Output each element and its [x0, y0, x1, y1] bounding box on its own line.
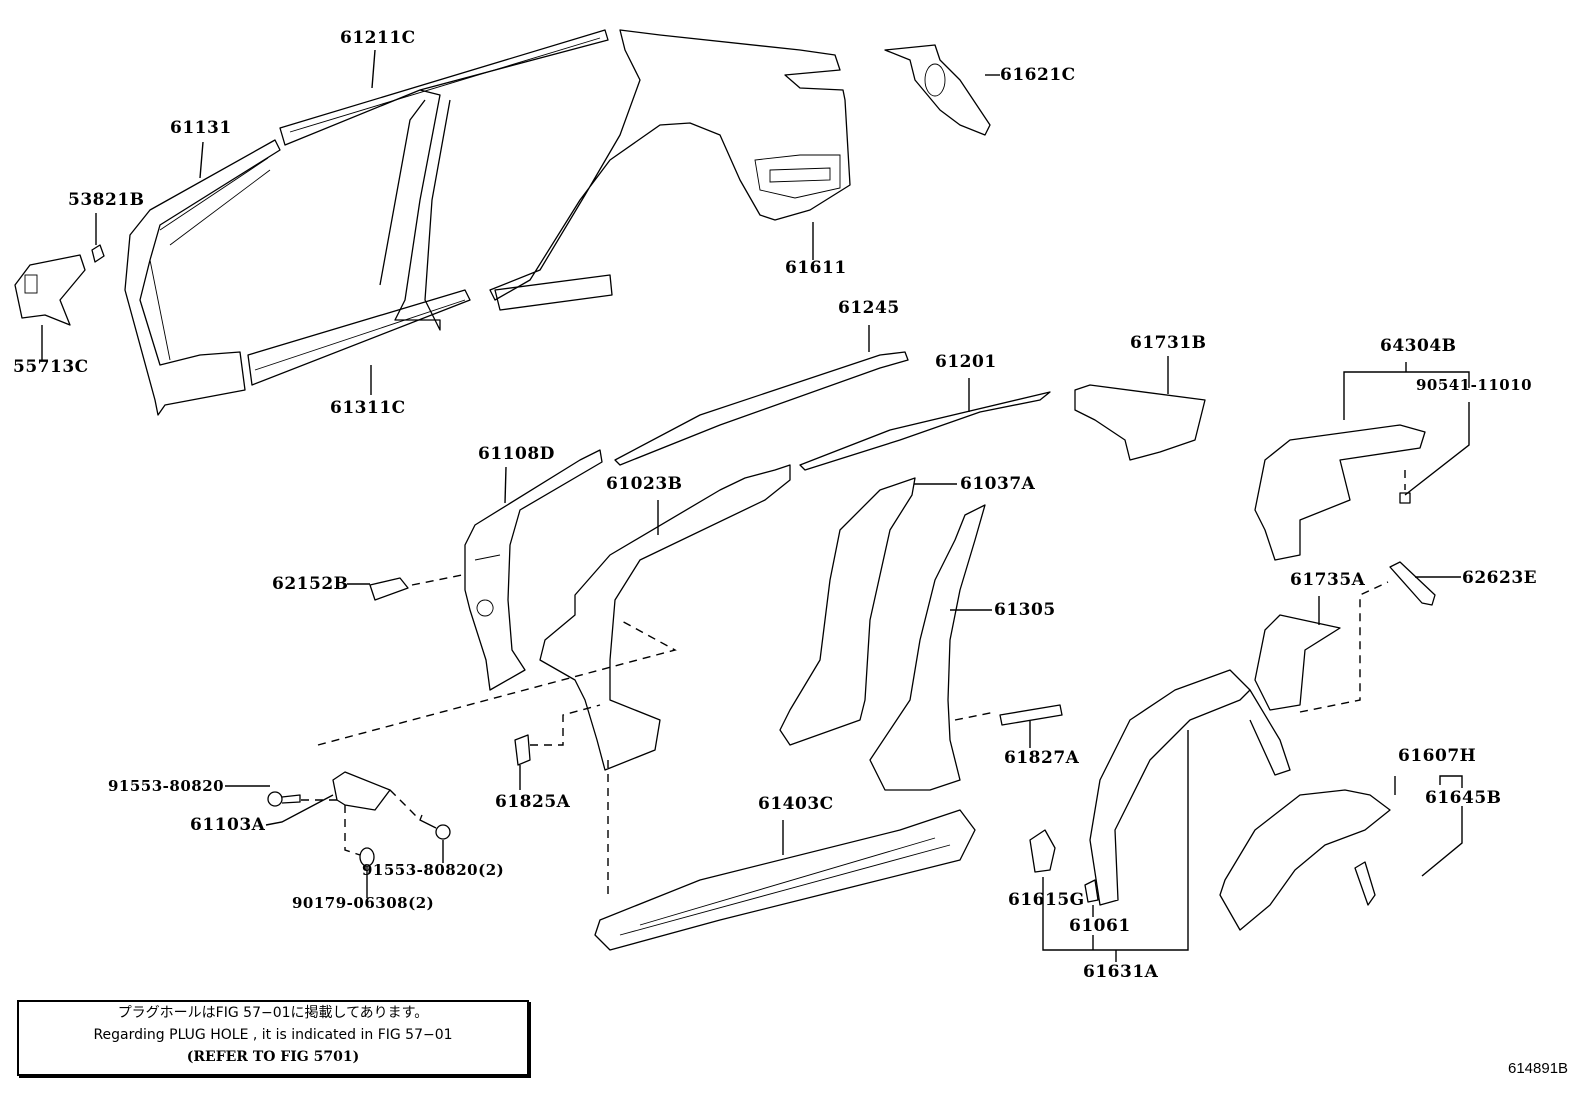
- plug-hole-note: プラグホールはFIG 57−01に掲載してあります。 Regarding PLU…: [17, 1000, 529, 1076]
- label-61827A[interactable]: 61827A: [1004, 748, 1080, 768]
- bolt-91553-80820-right: [419, 814, 451, 840]
- part-61731B-shape: [1074, 384, 1206, 461]
- label-90179-06308-2[interactable]: 90179-06308(2): [292, 894, 435, 912]
- label-90541-11010[interactable]: 90541-11010: [1416, 376, 1533, 394]
- label-61735A[interactable]: 61735A: [1290, 570, 1366, 590]
- label-61108D[interactable]: 61108D: [478, 444, 555, 464]
- label-61103A[interactable]: 61103A: [190, 815, 266, 835]
- part-61827A-shape: [999, 704, 1063, 726]
- label-61631A[interactable]: 61631A: [1083, 962, 1159, 982]
- part-64304B-shape: [1254, 424, 1426, 561]
- part-61201-shape: [799, 391, 1051, 471]
- part-61403C-shape: [594, 809, 976, 951]
- label-61621C[interactable]: 61621C: [1000, 65, 1076, 85]
- part-61305-shape: [869, 504, 986, 791]
- part-61108D-shape: [464, 449, 603, 691]
- part-62623E-shape: [1389, 561, 1436, 606]
- part-61607H-shape: [1219, 789, 1391, 931]
- label-55713C[interactable]: 55713C: [13, 357, 89, 377]
- label-91553-80820[interactable]: 91553-80820: [108, 777, 225, 795]
- note-english: Regarding PLUG HOLE , it is indicated in…: [93, 1027, 453, 1043]
- label-61037A[interactable]: 61037A: [960, 474, 1036, 494]
- label-62623E[interactable]: 62623E: [1462, 568, 1538, 588]
- label-61061[interactable]: 61061: [1069, 916, 1131, 936]
- part-61825A-shape: [514, 734, 531, 766]
- label-62152B[interactable]: 62152B: [272, 574, 349, 594]
- part-62152B-shape: [369, 577, 409, 601]
- leader-lines: [41, 49, 1470, 962]
- note-reference-link[interactable]: (REFER TO FIG 5701): [186, 1049, 360, 1065]
- label-61611[interactable]: 61611: [785, 258, 847, 278]
- label-61305[interactable]: 61305: [994, 600, 1056, 620]
- part-61735A-shape: [1254, 614, 1341, 711]
- part-61061-shape: [1084, 879, 1099, 903]
- part-55713C-shape: [14, 254, 86, 326]
- label-61403C[interactable]: 61403C: [758, 794, 834, 814]
- label-61615G[interactable]: 61615G: [1008, 890, 1085, 910]
- label-61825A[interactable]: 61825A: [495, 792, 571, 812]
- part-61023B-shape: [539, 464, 791, 771]
- part-61631A-shape: [1089, 669, 1291, 906]
- label-61645B[interactable]: 61645B: [1425, 788, 1502, 808]
- body-side-outer-panel: [124, 29, 851, 416]
- part-53821B-shape: [91, 244, 105, 263]
- label-61131[interactable]: 61131: [170, 118, 232, 138]
- label-61211C[interactable]: 61211C: [340, 28, 416, 48]
- part-61615G-shape: [1029, 829, 1056, 873]
- label-61607H[interactable]: 61607H: [1398, 746, 1477, 766]
- label-53821B[interactable]: 53821B: [68, 190, 145, 210]
- label-61731B[interactable]: 61731B: [1130, 333, 1207, 353]
- label-91553-80820-2[interactable]: 91553-80820(2): [362, 861, 505, 879]
- part-61103A-shape: [332, 771, 391, 811]
- figure-id: 614891B: [1508, 1060, 1569, 1077]
- part-61037A-shape: [779, 477, 916, 746]
- label-64304B[interactable]: 64304B: [1380, 336, 1457, 356]
- dashed-assembly-lines: [300, 470, 1406, 895]
- part-61621C-shape: [884, 44, 991, 136]
- note-japanese: プラグホールはFIG 57−01に掲載してあります。: [117, 1005, 429, 1021]
- label-61201[interactable]: 61201: [935, 352, 997, 372]
- label-61245[interactable]: 61245: [838, 298, 900, 318]
- bolt-91553-80820-left: [267, 791, 301, 807]
- label-61023B[interactable]: 61023B: [606, 474, 683, 494]
- label-61311C[interactable]: 61311C: [330, 398, 406, 418]
- part-61245-shape: [614, 351, 909, 466]
- part-61645B-shape: [1354, 861, 1376, 906]
